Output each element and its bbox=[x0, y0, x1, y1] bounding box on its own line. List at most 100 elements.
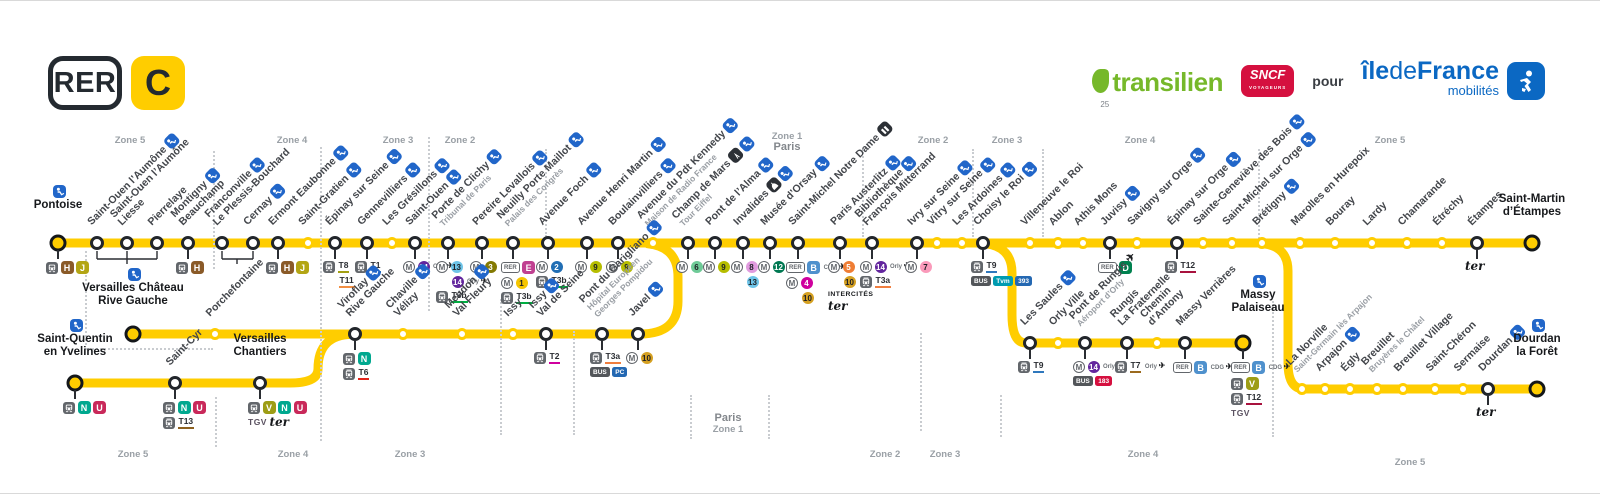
rer-icon: RER bbox=[1173, 362, 1192, 373]
station-connections-issy-val-de-seine: T2 bbox=[534, 352, 561, 364]
train-icon bbox=[63, 401, 75, 414]
station-label-arpajon: Arpajon bbox=[1313, 325, 1362, 374]
accessibility-icon bbox=[128, 268, 141, 281]
station-stem bbox=[334, 250, 336, 259]
station-dot-juvisy bbox=[1103, 236, 1117, 250]
station-stem bbox=[1126, 350, 1128, 359]
station-label-saint-gratien: Saint-Gratien bbox=[296, 160, 363, 228]
station-stem bbox=[187, 250, 189, 259]
idf-wordmark: îledeFrance mobilités bbox=[1361, 59, 1499, 101]
station-stem bbox=[1476, 250, 1478, 259]
station-stem bbox=[1084, 350, 1086, 359]
tgv-label: TGV bbox=[248, 417, 267, 427]
metro-icon: M bbox=[860, 261, 872, 273]
station-dot-dourdan-la-foret bbox=[1528, 380, 1546, 398]
station-dot-chemin-d-antony bbox=[1151, 337, 1163, 349]
station-stem bbox=[1176, 250, 1178, 259]
station-name: Saint-Martin bbox=[1498, 193, 1566, 205]
station-name: Chantiers bbox=[233, 346, 287, 358]
metro-icon: M bbox=[575, 261, 587, 273]
line-massy-branch bbox=[981, 239, 1248, 348]
station-dot-saint-ouen-l-aumone bbox=[90, 236, 104, 250]
pour-text: pour bbox=[1312, 73, 1344, 89]
station-dot-etampes bbox=[1470, 236, 1484, 250]
station-stem bbox=[414, 250, 416, 259]
station-dot-saint-ouen-l-aumone-liesse bbox=[120, 236, 134, 250]
tgv-label: TGV bbox=[1231, 408, 1250, 418]
train-icon bbox=[46, 261, 58, 274]
zone-label-zone-4: Zone 4 bbox=[1127, 449, 1159, 460]
station-name: Bibliothèque bbox=[852, 142, 931, 221]
metro-icon: M bbox=[905, 261, 917, 273]
zone-label-zone-2: Zone 2 bbox=[444, 135, 476, 146]
station-dot-pont-du-garigliano bbox=[595, 327, 609, 341]
station-label-saint-michel-sur-orge: Saint-Michel sur Orge bbox=[1220, 130, 1318, 228]
station-dot-montigny-beauchamp bbox=[181, 236, 195, 250]
tram-icon bbox=[1115, 361, 1127, 373]
line-versailles-branch bbox=[128, 239, 683, 339]
tram-line-t6-badge: T6 bbox=[357, 368, 370, 380]
accessibility-icon bbox=[485, 146, 504, 166]
accessibility-icon bbox=[1282, 177, 1301, 196]
accessibility-icon bbox=[955, 158, 975, 178]
station-dot-ermont-eaubonne bbox=[271, 236, 285, 250]
station-label-pereire-levallois: Pereire Levallois bbox=[470, 148, 550, 228]
zone-label-zone-5: Zone 5 bbox=[1394, 457, 1426, 468]
station-stem bbox=[982, 250, 984, 259]
bus-pc-badge: PC bbox=[612, 367, 628, 377]
station-label-paris-austerlitz: Paris Austerlitz bbox=[828, 153, 903, 228]
station-name: Les Ardoines bbox=[950, 160, 1018, 228]
station-label-epinay-sur-seine: Épinay sur Seine bbox=[323, 147, 404, 228]
connection-row: 13 bbox=[731, 276, 759, 288]
invalides-dome-icon bbox=[764, 175, 784, 195]
accessibility-icon bbox=[1342, 325, 1362, 344]
station-dot-marolles-en-hurepoix bbox=[1294, 237, 1306, 249]
connection-row: H bbox=[176, 261, 204, 274]
tram-line-t12-badge: T12 bbox=[1245, 393, 1263, 405]
station-dot-champ-de-mars bbox=[681, 236, 695, 250]
zone-separator bbox=[215, 397, 217, 447]
station-dot-issy-val-de-seine bbox=[539, 327, 553, 341]
metro-line-4-badge: 4 bbox=[800, 277, 813, 289]
station-name: Saint-Gratien bbox=[296, 160, 363, 228]
connection-row: ter bbox=[828, 300, 848, 312]
transilien-line-h-badge: H bbox=[280, 261, 294, 274]
metro-icon: M bbox=[536, 261, 548, 273]
station-name: Palaiseau bbox=[1231, 302, 1285, 314]
station-dot-porchefontaine bbox=[209, 328, 221, 340]
station-dot-pereire-levallois bbox=[475, 236, 489, 250]
accessibility-icon bbox=[53, 185, 66, 198]
line-c-badge: C bbox=[131, 56, 185, 110]
intercites-label: INTERCITÉS bbox=[828, 291, 874, 298]
station-dot-gennevilliers bbox=[360, 236, 374, 250]
station-label-savigny-sur-orge: Savigny sur Orge bbox=[1125, 146, 1207, 228]
metro-line-1-badge: 1 bbox=[515, 277, 528, 289]
accessibility-icon bbox=[1532, 319, 1545, 332]
station-name: Massy bbox=[1240, 289, 1276, 301]
zone-separator bbox=[862, 149, 864, 237]
metro-line-5-badge: 5 bbox=[842, 261, 855, 273]
connection-row: T12 bbox=[1231, 393, 1263, 405]
station-label-saint-ouen-l-aumone: Saint-Ouen l’Aumône bbox=[85, 131, 181, 228]
station-stem bbox=[871, 250, 873, 259]
station-label-cernay: Cernay bbox=[241, 182, 287, 228]
station-name: Savigny sur Orge bbox=[1125, 146, 1207, 228]
bracket-h-service-1 bbox=[96, 251, 158, 264]
metro-line-14-badge: 14 bbox=[874, 261, 887, 273]
tram-line-t3a-badge: T3a bbox=[604, 352, 622, 364]
zone-label-zone-3: Zone 3 bbox=[394, 449, 426, 460]
